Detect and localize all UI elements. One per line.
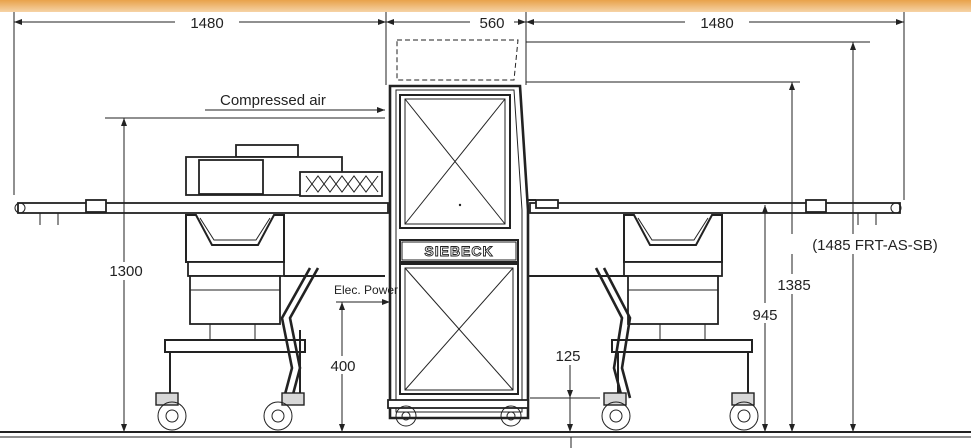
caster-left-a <box>155 392 187 431</box>
brand-plate-text: SIEBECK <box>424 243 493 259</box>
ground-line <box>0 431 971 448</box>
compressed-air-label: Compressed air <box>220 92 326 109</box>
dim-center-width: 560 <box>479 15 504 32</box>
caster-left-b <box>263 392 305 431</box>
dim-height-400: 400 <box>330 358 355 375</box>
dim-125-line <box>530 365 600 432</box>
elec-power-leader <box>318 299 390 432</box>
center-cabinet <box>387 39 540 427</box>
dim-frt-note: (1485 FRT-AS-SB) <box>812 237 938 254</box>
dim-945-line <box>745 205 785 432</box>
top-dimension-lines <box>13 12 905 200</box>
left-feed-unit <box>14 144 389 431</box>
top-color-band <box>0 0 971 12</box>
dim-height-125: 125 <box>555 348 580 365</box>
dim-1385-line <box>526 81 814 432</box>
elec-power-label: Elec. Power <box>334 283 398 297</box>
dim-1300-line <box>104 117 385 432</box>
dim-height-1300: 1300 <box>109 263 142 280</box>
caster-center-a <box>395 405 417 427</box>
caster-center-b <box>500 405 522 427</box>
dim-right-width: 1480 <box>700 15 733 32</box>
caster-right-a <box>601 392 631 431</box>
dim-height-945: 945 <box>752 307 777 324</box>
dim-height-1385: 1385 <box>777 277 810 294</box>
dim-frt-line <box>526 41 960 432</box>
right-feed-unit <box>528 199 902 431</box>
caster-right-b <box>729 392 759 431</box>
dim-left-width: 1480 <box>190 15 223 32</box>
compressed-air-leader <box>205 107 385 113</box>
